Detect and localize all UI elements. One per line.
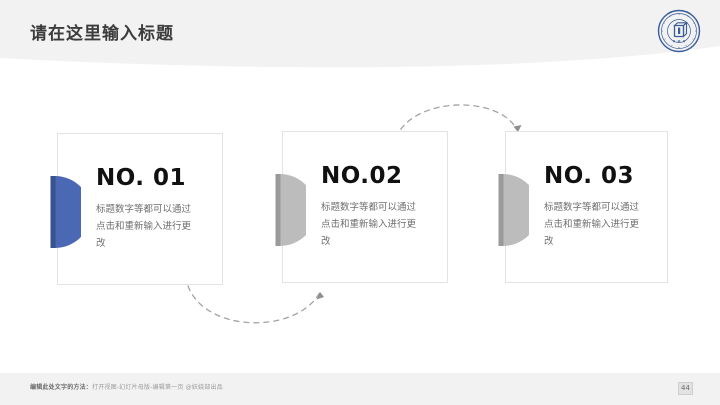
university-seal-logo bbox=[657, 9, 701, 53]
content-card-1[interactable]: NO. 01 标题数字等都可以通过点击和重新输入进行更改 bbox=[57, 133, 223, 285]
page-number-badge: 44 bbox=[678, 382, 693, 395]
footer-note-label: 编辑此处文字的方法： bbox=[30, 384, 93, 391]
half-circle-accent-2 bbox=[272, 174, 306, 246]
card-1-text-block: NO. 01 标题数字等都可以通过点击和重新输入进行更改 bbox=[96, 165, 212, 252]
footer-note-rest: 打开视图-幻灯片母版-编辑第一页 @妖娆部出品 bbox=[92, 384, 223, 391]
card-3-number: NO. 03 bbox=[544, 163, 635, 189]
footer-note: 编辑此处文字的方法：打开视图-幻灯片母版-编辑第一页 @妖娆部出品 bbox=[30, 382, 223, 391]
card-1-number: NO. 01 bbox=[96, 165, 187, 191]
card-2-description: 标题数字等都可以通过点击和重新输入进行更改 bbox=[321, 202, 417, 247]
half-circle-accent-1 bbox=[47, 176, 81, 248]
arrow-card1-to-card2 bbox=[182, 276, 332, 340]
content-card-2[interactable]: NO.02 标题数字等都可以通过点击和重新输入进行更改 bbox=[282, 131, 448, 283]
card-1-description: 标题数字等都可以通过点击和重新输入进行更改 bbox=[96, 204, 192, 249]
content-card-3[interactable]: NO. 03 标题数字等都可以通过点击和重新输入进行更改 bbox=[505, 131, 668, 283]
page-title: 请在这里输入标题 bbox=[30, 24, 174, 44]
footer-band bbox=[0, 373, 720, 405]
card-2-number: NO.02 bbox=[321, 163, 403, 189]
card-2-text-block: NO.02 标题数字等都可以通过点击和重新输入进行更改 bbox=[321, 163, 437, 250]
card-3-text-block: NO. 03 标题数字等都可以通过点击和重新输入进行更改 bbox=[544, 163, 657, 250]
half-circle-accent-3 bbox=[495, 174, 529, 246]
card-3-description: 标题数字等都可以通过点击和重新输入进行更改 bbox=[544, 202, 640, 247]
